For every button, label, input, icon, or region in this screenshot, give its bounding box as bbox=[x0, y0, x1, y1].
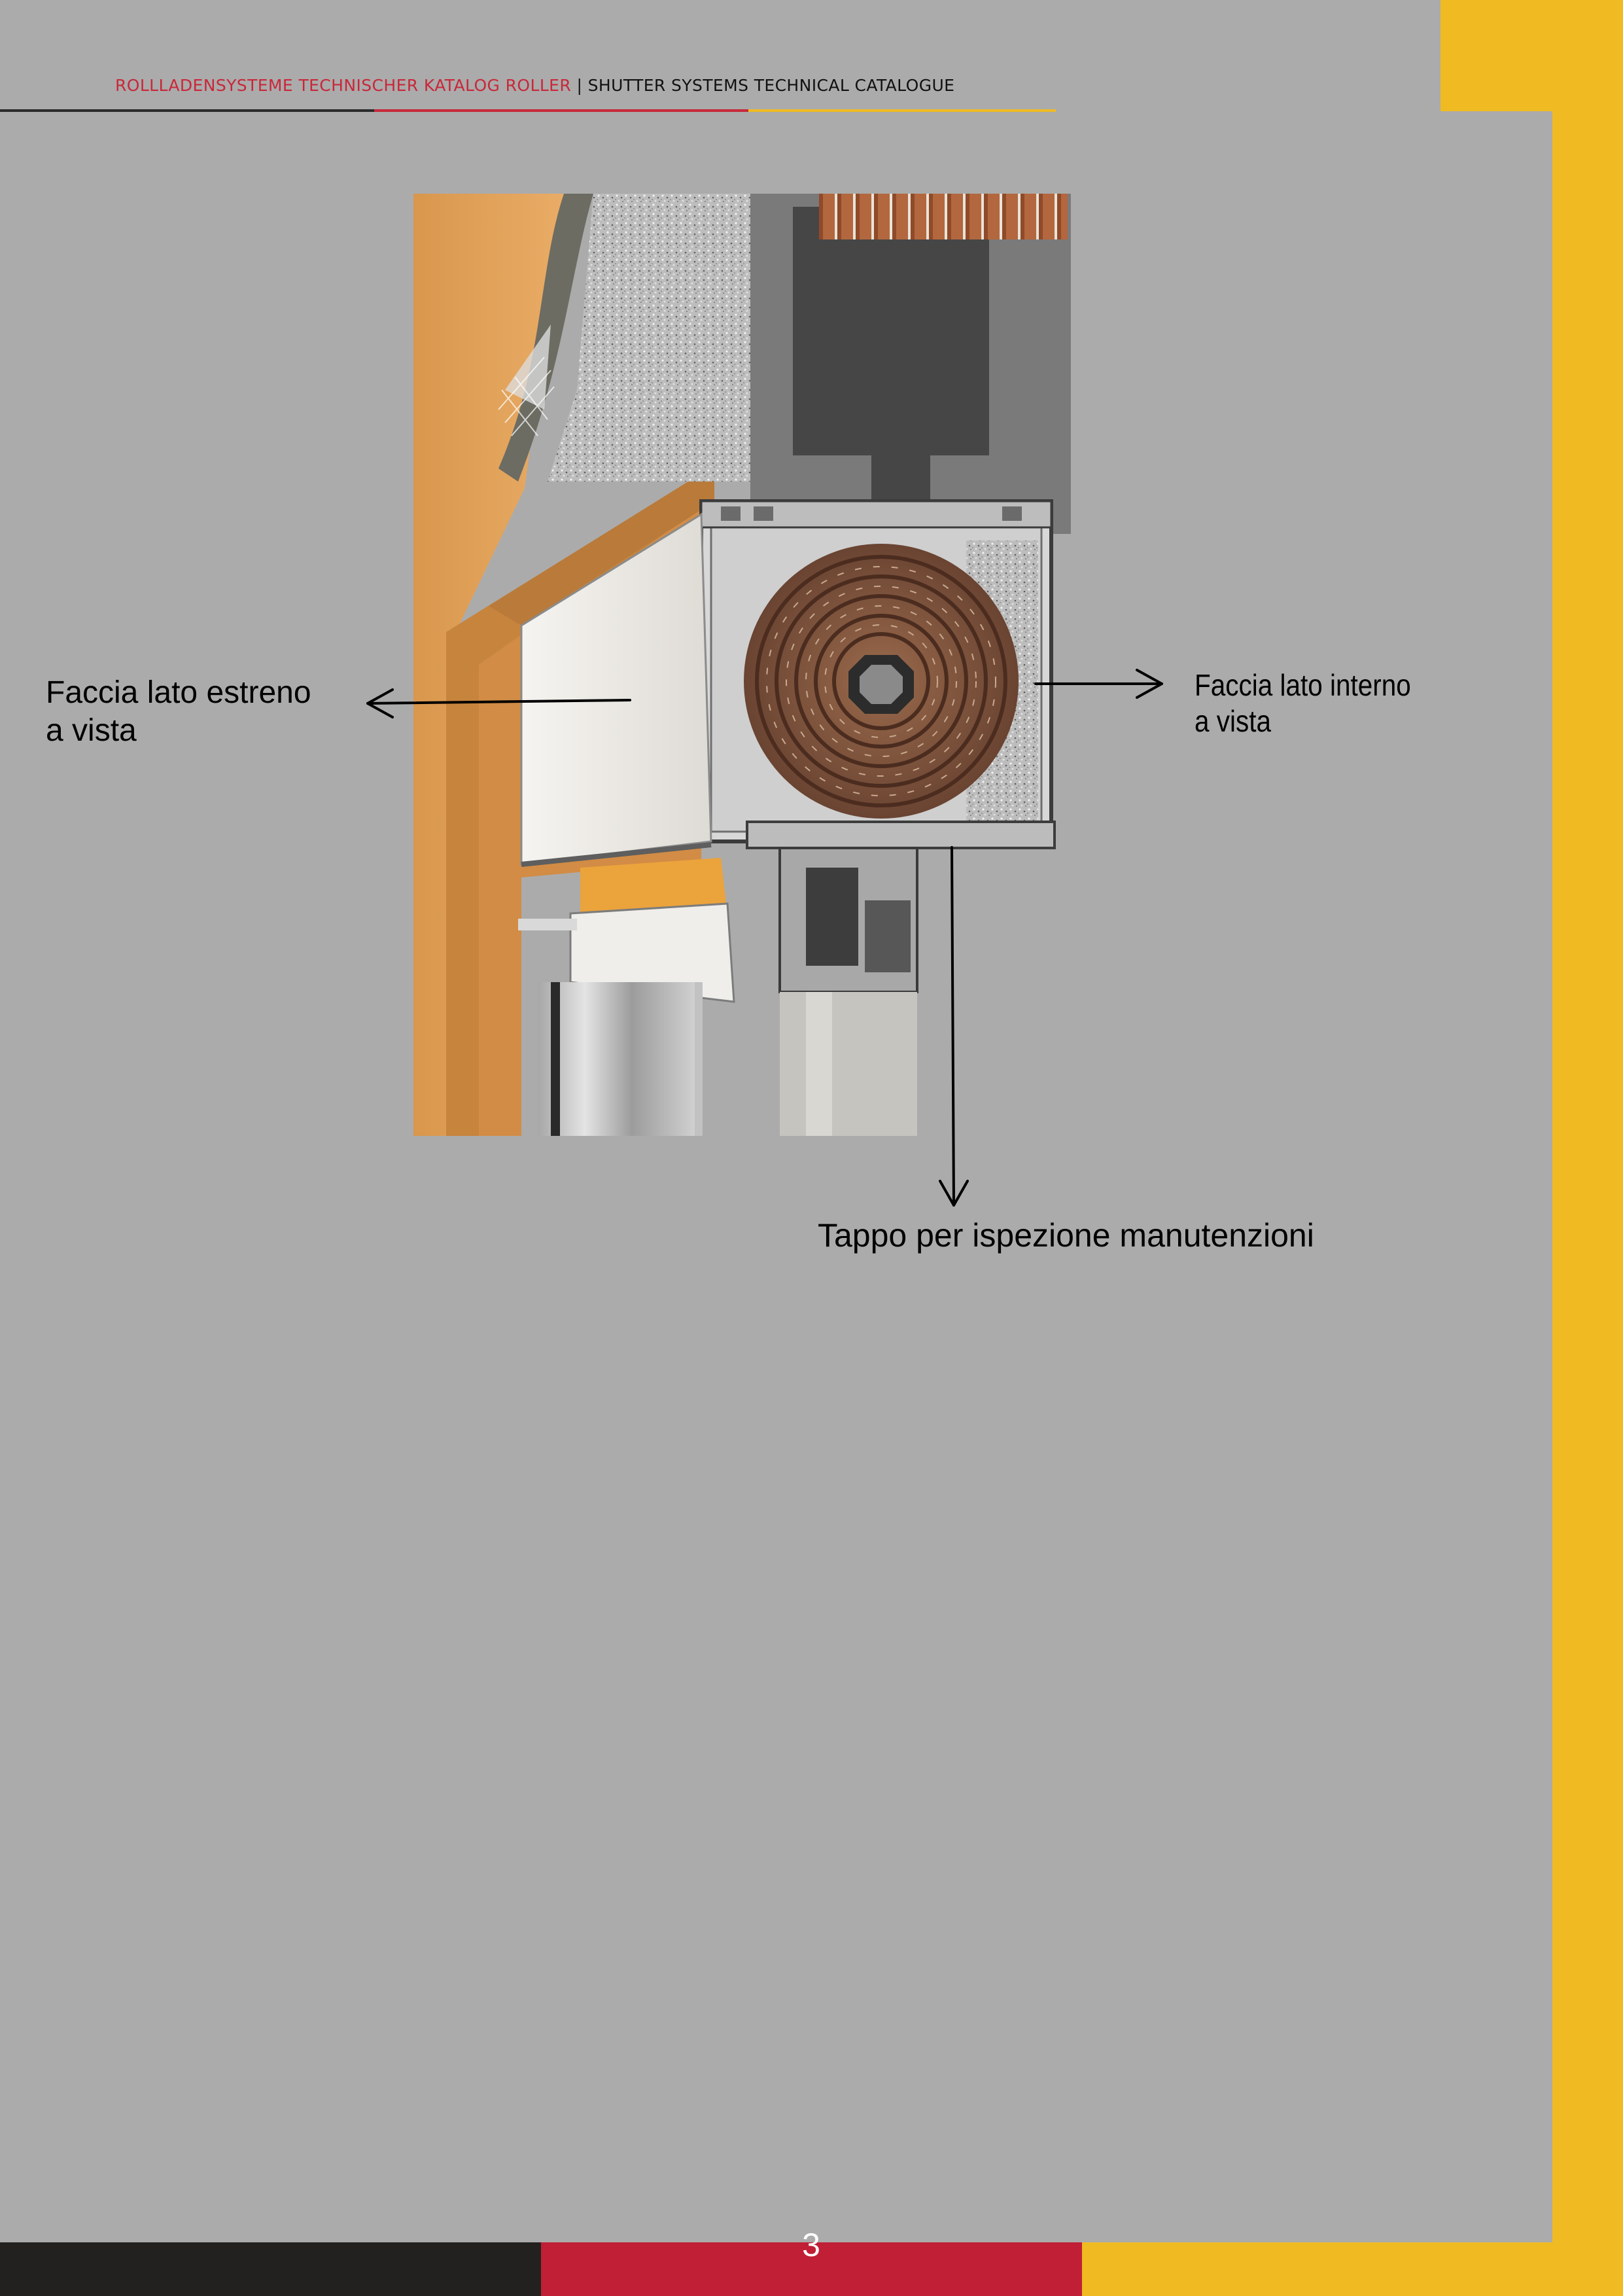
callout-internal-face: Faccia lato interno a vista bbox=[1195, 667, 1411, 739]
header-title-secondary: | SHUTTER SYSTEMS TECHNICAL CATALOGUE bbox=[571, 76, 955, 95]
callout-internal-face-line1: Faccia lato interno bbox=[1195, 668, 1411, 702]
page-header: ROLLLADENSYSTEME TECHNISCHER KATALOG ROL… bbox=[115, 76, 954, 102]
page-number: 3 bbox=[802, 2227, 820, 2263]
footer-color-bar bbox=[0, 2242, 1623, 2296]
header-rule-yellow bbox=[748, 109, 1056, 112]
header-title-primary: ROLLLADENSYSTEME TECHNISCHER KATALOG ROL… bbox=[115, 76, 572, 95]
footer-segment-dark bbox=[0, 2242, 541, 2296]
callout-external-face-line2: a vista bbox=[46, 713, 137, 748]
footer-segment-red bbox=[541, 2242, 1082, 2296]
footer-segment-yellow bbox=[1082, 2242, 1623, 2296]
callout-external-face: Faccia lato estreno a vista bbox=[46, 674, 311, 749]
callout-inspection-cap: Tappo per ispezione manutenzioni bbox=[818, 1216, 1314, 1255]
header-rule-dark bbox=[0, 109, 374, 112]
shutter-box-illustration bbox=[413, 194, 1081, 1136]
callout-external-face-line1: Faccia lato estreno bbox=[46, 675, 311, 710]
callout-inspection-cap-line1: Tappo per ispezione manutenzioni bbox=[818, 1217, 1314, 1254]
accent-side-strip bbox=[1552, 0, 1623, 2296]
header-rule-red bbox=[374, 109, 748, 112]
callout-internal-face-line2: a vista bbox=[1195, 704, 1271, 739]
